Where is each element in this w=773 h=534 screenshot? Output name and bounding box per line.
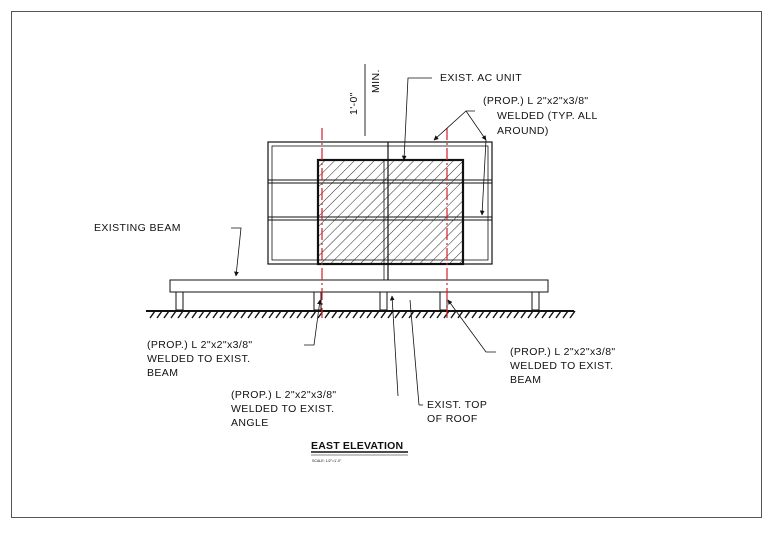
roof-hatch-mark <box>450 310 457 319</box>
roof-hatch-mark <box>380 310 387 319</box>
scale-note: SCALE: 1/2"=1'-0" <box>312 459 342 463</box>
roof-hatch-mark <box>219 310 226 319</box>
roof-hatch-mark <box>177 310 184 319</box>
roof-hatch-mark <box>457 310 464 319</box>
roof-hatch-mark <box>555 310 562 319</box>
prop-angle-left-line3: BEAM <box>147 367 178 379</box>
prop-angle-left-line1: (PROP.) L 2"x2"x3/8" <box>147 339 253 351</box>
prop-angle-top-line3: AROUND) <box>497 125 549 137</box>
roof-hatch-mark <box>478 310 485 319</box>
roof-hatch-mark <box>226 310 233 319</box>
roof-hatch-mark <box>401 310 408 319</box>
prop-angle-right-line2: WELDED TO EXIST. <box>510 360 613 372</box>
ac-unit-label: EXIST. AC UNIT <box>440 72 522 84</box>
roof-hatch-mark <box>485 310 492 319</box>
roof-hatch-mark <box>359 310 366 319</box>
roof-hatch-mark <box>429 310 436 319</box>
roof-hatch-mark <box>492 310 499 319</box>
roof-hatch-mark <box>534 310 541 319</box>
roof-hatch-mark <box>247 310 254 319</box>
roof-hatch-mark <box>422 310 429 319</box>
prop-angle-top-line2: WELDED (TYP. ALL <box>497 110 598 122</box>
prop-angle-center-line1: (PROP.) L 2"x2"x3/8" <box>231 389 337 401</box>
roof-hatch-mark <box>373 310 380 319</box>
roof-hatch-mark <box>184 310 191 319</box>
roof-hatch-mark <box>520 310 527 319</box>
roof-hatch-mark <box>310 310 317 319</box>
roof-hatch-mark <box>387 310 394 319</box>
roof-hatch-mark <box>541 310 548 319</box>
roof-hatch-mark <box>240 310 247 319</box>
prop-angle-center-line3: ANGLE <box>231 417 269 429</box>
existing-beam <box>169 279 549 311</box>
roof-hatch-mark <box>156 310 163 319</box>
roof-hatch-mark <box>205 310 212 319</box>
roof-hatch-mark <box>212 310 219 319</box>
clearance-label: 1'-0" <box>348 92 360 115</box>
roof-hatch-mark <box>506 310 513 319</box>
roof-label-line1: EXIST. TOP <box>427 399 487 411</box>
prop-angle-center-line2: WELDED TO EXIST. <box>231 403 334 415</box>
roof-hatch-mark <box>289 310 296 319</box>
roof-hatch-mark <box>331 310 338 319</box>
roof-hatch-mark <box>527 310 534 319</box>
roof-hatch-mark <box>513 310 520 319</box>
roof-hatch-mark <box>471 310 478 319</box>
roof-hatch-mark <box>415 310 422 319</box>
roof-hatch-mark <box>163 310 170 319</box>
existing-beam-label: EXISTING BEAM <box>94 222 181 234</box>
roof-hatch-mark <box>345 310 352 319</box>
roof-hatch-mark <box>233 310 240 319</box>
prop-angle-right-line1: (PROP.) L 2"x2"x3/8" <box>510 346 616 358</box>
roof-hatch-mark <box>170 310 177 319</box>
roof-hatch-mark <box>562 310 569 319</box>
prop-angle-top-line1: (PROP.) L 2"x2"x3/8" <box>483 95 589 107</box>
roof-hatch-mark <box>282 310 289 319</box>
roof-hatch-mark <box>261 310 268 319</box>
roof-hatch-mark <box>569 310 576 319</box>
leaders <box>231 77 496 406</box>
roof-hatch-mark <box>198 310 205 319</box>
min-label: MIN. <box>370 69 382 93</box>
centerlines <box>321 128 448 318</box>
roof-hatch-mark <box>268 310 275 319</box>
prop-angle-right-line3: BEAM <box>510 374 541 386</box>
roof-hatch-mark <box>366 310 373 319</box>
ac-unit-body <box>316 158 465 266</box>
roof-hatch-mark <box>499 310 506 319</box>
roof-hatch-mark <box>464 310 471 319</box>
roof-line <box>146 310 576 319</box>
roof-label-line2: OF ROOF <box>427 413 478 425</box>
sheet-border <box>11 11 762 518</box>
roof-hatch-mark <box>436 310 443 319</box>
roof-hatch-mark <box>338 310 345 319</box>
roof-hatch-mark <box>548 310 555 319</box>
roof-hatch-mark <box>303 310 310 319</box>
roof-hatch-mark <box>324 310 331 319</box>
prop-angle-left-line2: WELDED TO EXIST. <box>147 353 250 365</box>
roof-hatch-mark <box>149 310 156 319</box>
roof-hatch-mark <box>275 310 282 319</box>
roof-hatch-mark <box>296 310 303 319</box>
roof-hatch-mark <box>394 310 401 319</box>
roof-hatch-mark <box>254 310 261 319</box>
roof-hatch-mark <box>352 310 359 319</box>
steel-frame <box>267 141 493 292</box>
drawing-title: EAST ELEVATION <box>311 440 403 452</box>
roof-hatch-mark <box>191 310 198 319</box>
